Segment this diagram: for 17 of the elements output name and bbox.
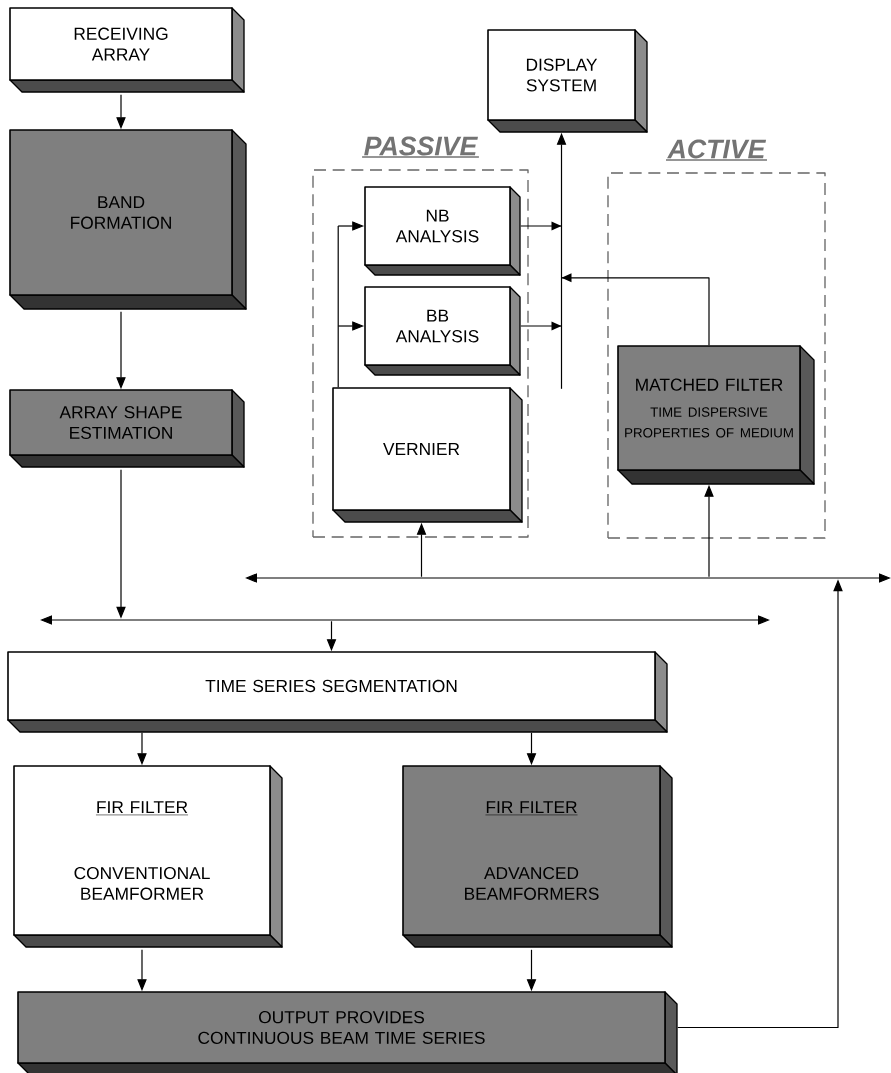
- node-label: PASSIVE: [364, 136, 478, 156]
- process-box: ARRAY SHAPE ESTIMATION: [9, 389, 245, 468]
- process-box: FIR FILTER CONVENTIONAL BEAMFORMER: [13, 765, 283, 948]
- process-box: RECEIVING ARRAY: [9, 7, 245, 93]
- process-box: NB ANALYSIS: [364, 186, 521, 276]
- process-box: FIR FILTER ADVANCED BEAMFORMERS: [402, 765, 673, 948]
- node-label: ACTIVE: [667, 139, 767, 159]
- arrow: [520, 221, 563, 231]
- process-box: OUTPUT PROVIDES CONTINUOUS BEAM TIME SERIES: [17, 991, 678, 1073]
- process-box: TIME SERIES SEGMENTATION: [7, 651, 668, 733]
- process-box: MATCHED FILTER TIME DISPERSIVE PROPERTIES OF MEDIUM: [617, 345, 815, 485]
- process-box: BAND FORMATION: [9, 129, 247, 310]
- arrow: [520, 321, 563, 331]
- process-box: BB ANALYSIS: [364, 286, 521, 376]
- arrow: [560, 273, 710, 346]
- process-box: DISPLAY SYSTEM: [487, 29, 648, 133]
- process-box: VERNIER: [332, 387, 523, 523]
